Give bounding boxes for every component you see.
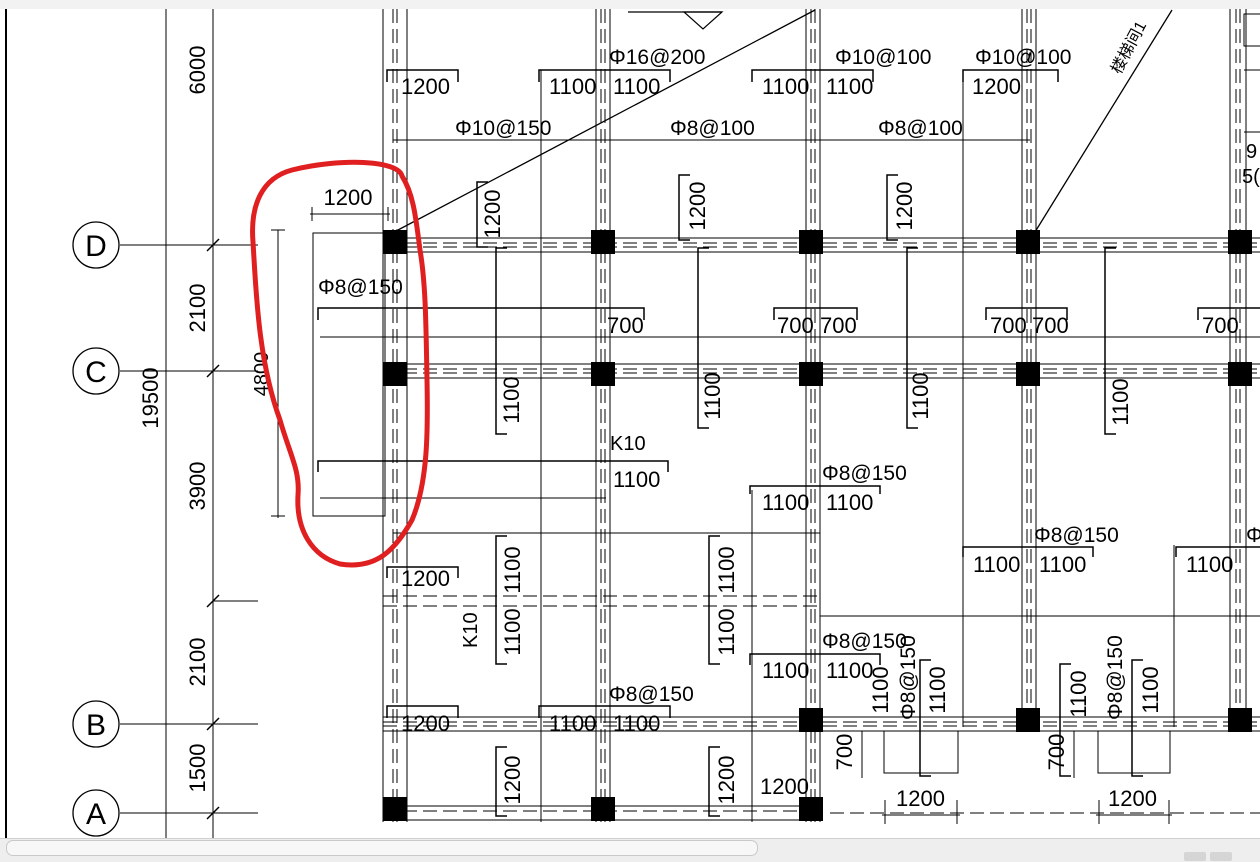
len-1100: 1100 xyxy=(826,658,873,683)
dim-1200-local: 1200 xyxy=(324,185,373,210)
diagonal-lines xyxy=(397,9,1173,233)
dim-2100-lower: 2100 xyxy=(185,638,210,687)
len-700: 700 xyxy=(1202,313,1239,338)
axis-lines xyxy=(120,244,258,814)
len-1100: 1100 xyxy=(1186,552,1233,577)
partial-label-9: 9 xyxy=(1246,141,1257,163)
len-700: 700 xyxy=(777,313,814,338)
note-t8-100-b: Φ8@100 xyxy=(878,117,963,140)
note-k10-b: K10 xyxy=(460,612,482,648)
note-t8-150-h: Φ8@150 xyxy=(1104,635,1127,720)
len-1100: 1100 xyxy=(908,372,933,419)
rebar-bars-horizontal xyxy=(317,69,1260,718)
len-1200: 1200 xyxy=(760,774,809,799)
dimension-ticks xyxy=(206,238,258,820)
note-k10-a: K10 xyxy=(610,433,646,455)
axis-label-d: D xyxy=(85,230,107,263)
len-700: 700 xyxy=(832,734,857,771)
axis-bubble-b: B xyxy=(72,700,120,748)
note-t8-150-f: Φ8@150 xyxy=(609,683,694,706)
note-t10-100-a: Φ10@100 xyxy=(835,46,931,69)
len-1200: 1200 xyxy=(714,756,739,805)
len-700: 700 xyxy=(607,313,644,338)
bar-length-labels: 1200 1100 1100 1100 1100 1200 700 700 70… xyxy=(401,74,1239,811)
len-1200: 1200 xyxy=(892,182,917,231)
len-1100: 1100 xyxy=(549,711,596,736)
len-1200: 1200 xyxy=(685,182,710,231)
len-1100: 1100 xyxy=(826,74,873,99)
len-1100: 1100 xyxy=(714,608,739,655)
len-1100: 1100 xyxy=(613,711,660,736)
axis-label-a: A xyxy=(86,798,106,831)
len-1200: 1200 xyxy=(401,711,450,736)
note-t16-200: Φ16@200 xyxy=(609,46,705,69)
horizontal-scrollbar-thumb[interactable] xyxy=(6,840,758,856)
right-edge-partial xyxy=(1243,13,1260,133)
lower-right-details xyxy=(861,730,1172,824)
len-1100: 1100 xyxy=(1039,552,1086,577)
len-1100: 1100 xyxy=(500,608,525,655)
partial-label-5: 5( xyxy=(1242,166,1260,188)
dim-1500: 1500 xyxy=(185,744,210,793)
note-t8-150-c: Φ8@150 xyxy=(1034,524,1119,547)
len-1100: 1100 xyxy=(1066,670,1091,717)
note-t10-150: Φ10@150 xyxy=(455,117,551,140)
structural-drawing-canvas: D C B A 6000 2100 3900 2100 1500 19500 1… xyxy=(0,0,1260,838)
len-700: 700 xyxy=(1044,734,1069,771)
note-t8-150-d: Φ8@150 xyxy=(1246,524,1260,547)
len-1200: 1200 xyxy=(896,786,945,811)
len-1100: 1100 xyxy=(613,74,660,99)
dim-6000: 6000 xyxy=(185,46,210,95)
axis-label-b: B xyxy=(86,709,106,742)
dim-3900: 3900 xyxy=(185,462,210,511)
note-t8-150-g: Φ8@150 xyxy=(897,635,920,720)
columns xyxy=(383,230,1252,821)
corner-button-left[interactable] xyxy=(1184,852,1206,861)
len-1100: 1100 xyxy=(762,74,809,99)
len-1200: 1200 xyxy=(1108,786,1157,811)
axis-bubble-a: A xyxy=(72,789,120,837)
local-dimension-group xyxy=(271,207,390,518)
rebar-bars-vertical xyxy=(476,174,1143,817)
len-1100: 1100 xyxy=(499,376,524,423)
len-1100: 1100 xyxy=(973,552,1020,577)
axis-label-c: C xyxy=(85,356,107,389)
len-1100: 1100 xyxy=(500,546,525,593)
note-t8-150-e: Φ8@150 xyxy=(822,630,907,653)
len-1100: 1100 xyxy=(549,74,596,99)
len-1200: 1200 xyxy=(401,566,450,591)
len-1200: 1200 xyxy=(972,74,1021,99)
len-1100: 1100 xyxy=(1108,378,1133,425)
len-1200: 1200 xyxy=(500,756,525,805)
len-1100: 1100 xyxy=(826,490,873,515)
note-t8-150-a: Φ8@150 xyxy=(318,276,403,299)
note-t10-100-b: Φ10@100 xyxy=(975,46,1071,69)
len-1100: 1100 xyxy=(700,372,725,419)
dashed-grid xyxy=(383,9,1260,822)
len-700: 700 xyxy=(1032,313,1069,338)
len-1100: 1100 xyxy=(762,658,809,683)
len-1100: 1100 xyxy=(925,666,950,713)
dim-2100-upper: 2100 xyxy=(185,284,210,333)
stair-label: 楼梯间1 xyxy=(1108,18,1151,77)
red-highlight-annotation xyxy=(250,159,430,568)
level-symbol-icon xyxy=(628,11,724,30)
len-1200: 1200 xyxy=(401,74,450,99)
len-700: 700 xyxy=(990,313,1027,338)
len-700: 700 xyxy=(820,313,857,338)
note-t8-100-a: Φ8@100 xyxy=(670,117,755,140)
len-1100: 1100 xyxy=(868,666,893,713)
axis-bubble-c: C xyxy=(72,347,120,395)
len-1200: 1200 xyxy=(480,190,505,239)
axis-bubble-d: D xyxy=(72,221,120,269)
len-1100: 1100 xyxy=(714,546,739,593)
len-1100: 1100 xyxy=(1138,666,1163,713)
len-1100: 1100 xyxy=(762,490,809,515)
bar-length-labels-vertical: 1200 1200 1200 1100 1100 1100 1100 1100 … xyxy=(480,182,1163,805)
note-t8-150-b: Φ8@150 xyxy=(822,462,907,485)
corner-button-right[interactable] xyxy=(1210,852,1232,861)
len-1100: 1100 xyxy=(613,467,660,492)
top-strip xyxy=(0,0,1260,9)
dim-total-19500: 19500 xyxy=(138,367,163,428)
